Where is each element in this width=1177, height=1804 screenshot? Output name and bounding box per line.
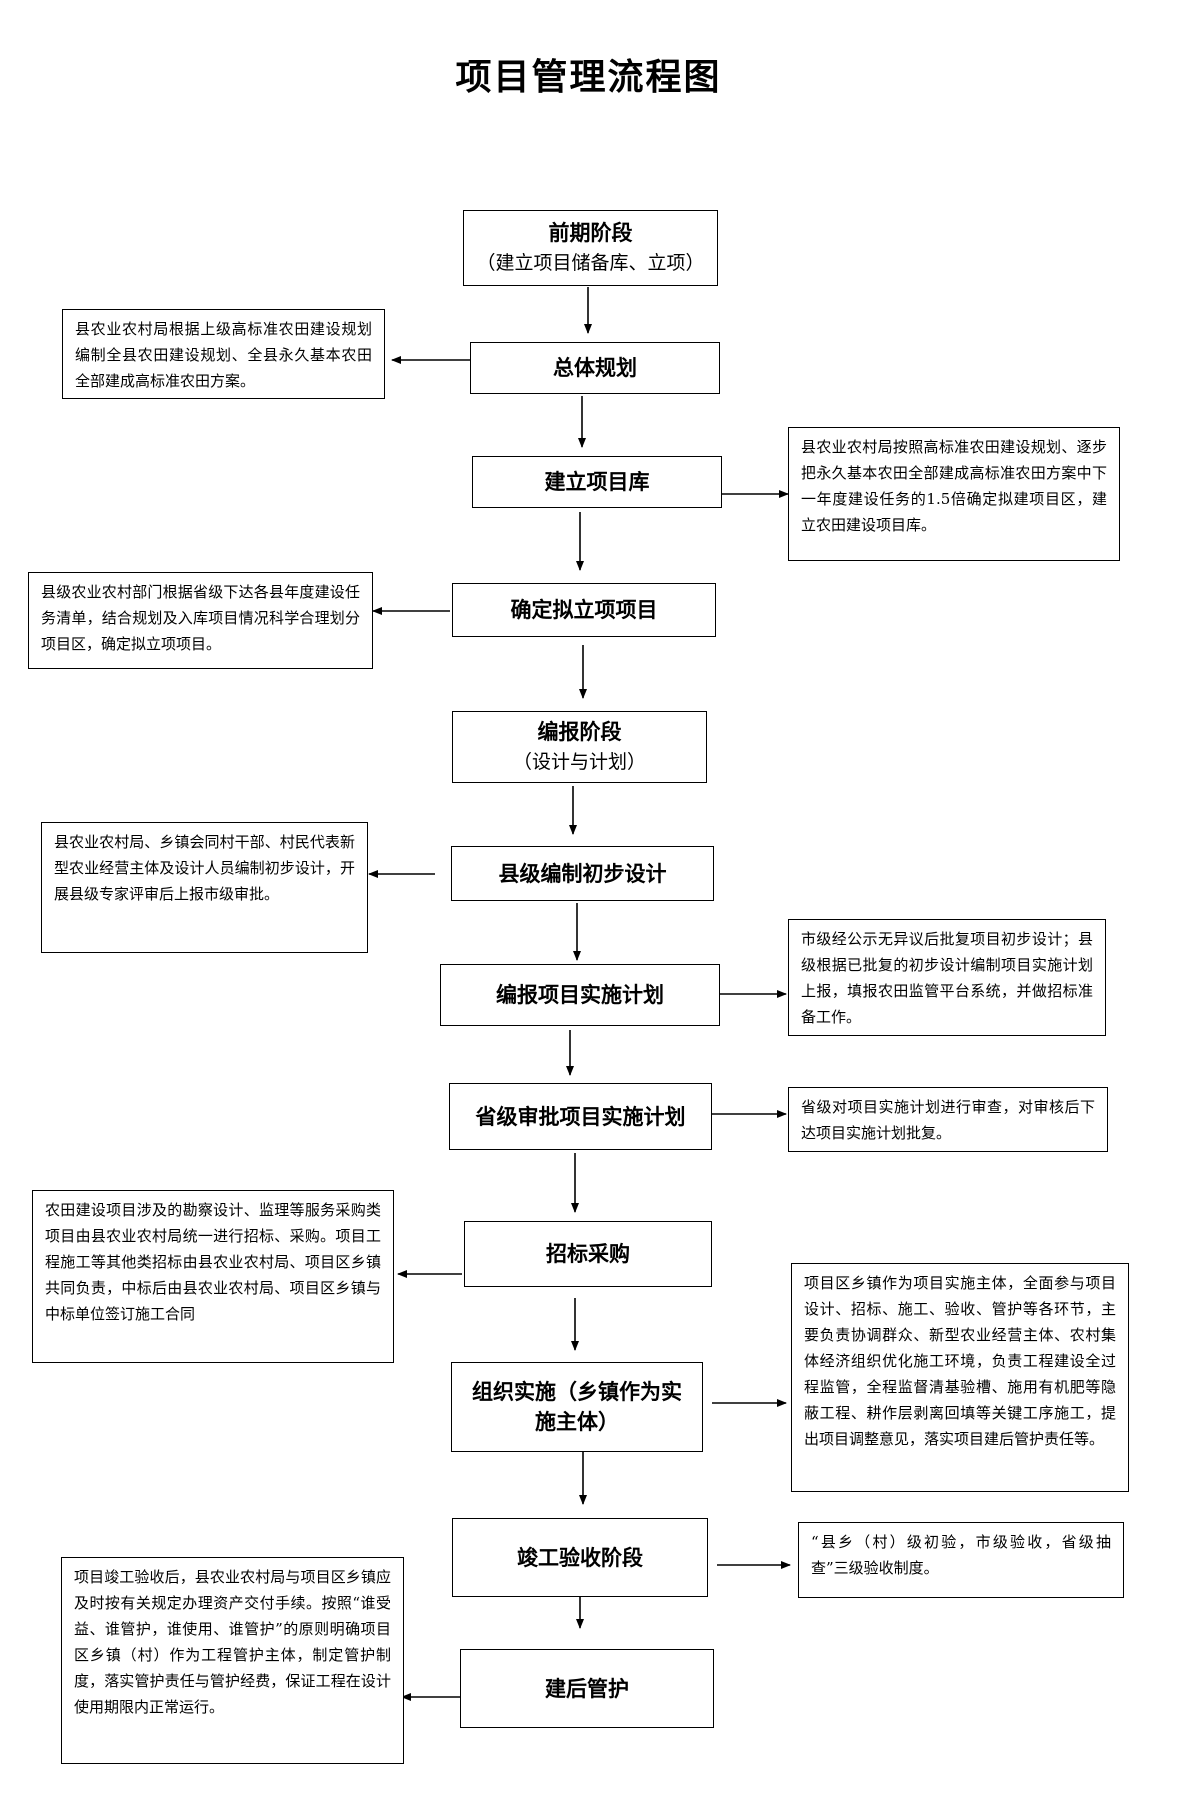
step-guanhu: 建后管护 [460, 1649, 714, 1728]
step-bianbao-sub: （设计与计划） [512, 751, 646, 773]
note-zhaobiao: 农田建设项目涉及的勘察设计、监理等服务采购类项目由县农业农村局统一进行招标、采购… [32, 1190, 394, 1363]
step-qianqi-sub: （建立项目储备库、立项） [476, 252, 705, 274]
step-zhaobiao-title: 招标采购 [546, 1242, 630, 1266]
note-shengji: 省级对项目实施计划进行审查，对审核后下达项目实施计划批复。 [788, 1087, 1108, 1152]
step-shishi-title: 组织实施（乡镇作为实施主体） [472, 1380, 682, 1434]
step-queding: 确定拟立项项目 [452, 583, 716, 637]
page-title: 项目管理流程图 [455, 57, 722, 98]
step-shengji: 省级审批项目实施计划 [449, 1083, 712, 1150]
step-shengji-title: 省级审批项目实施计划 [475, 1104, 686, 1129]
note-jungong: “县乡（村）级初验，市级验收，省级抽查”三级验收制度。 [798, 1522, 1124, 1598]
note-queding: 县级农业农村部门根据省级下达各县年度建设任务清单，结合规划及入库项目情况科学合理… [28, 572, 373, 669]
step-jihua-title: 编报项目实施计划 [496, 983, 664, 1007]
step-jungong: 竣工验收阶段 [452, 1518, 708, 1597]
step-jungong-title: 竣工验收阶段 [517, 1545, 643, 1570]
step-zongti-title: 总体规划 [553, 356, 637, 380]
step-xiangmuku: 建立项目库 [472, 456, 722, 508]
step-xiangmuku-title: 建立项目库 [544, 470, 650, 494]
note-guanhu: 项目竣工验收后，县农业农村局与项目区乡镇应及时按有关规定办理资产交付手续。按照“… [61, 1557, 404, 1764]
step-chubu: 县级编制初步设计 [451, 846, 714, 901]
step-bianbao: 编报阶段 （设计与计划） [452, 711, 707, 783]
note-zongti: 县农业农村局根据上级高标准农田建设规划编制全县农田建设规划、全县永久基本农田全部… [62, 309, 385, 399]
step-shishi: 组织实施（乡镇作为实施主体） [451, 1362, 703, 1452]
note-chubu: 县农业农村局、乡镇会同村干部、村民代表新型农业经营主体及设计人员编制初步设计，开… [41, 822, 368, 953]
step-queding-title: 确定拟立项项目 [510, 598, 658, 622]
step-jihua: 编报项目实施计划 [440, 964, 720, 1026]
step-chubu-title: 县级编制初步设计 [498, 861, 667, 886]
note-shishi: 项目区乡镇作为项目实施主体，全面参与项目设计、招标、施工、验收、管护等各环节，主… [791, 1263, 1129, 1492]
note-xiangmuku: 县农业农村局按照高标准农田建设规划、逐步把永久基本农田全部建成高标准农田方案中下… [788, 427, 1120, 561]
step-qianqi: 前期阶段 （建立项目储备库、立项） [463, 210, 718, 286]
step-zongti: 总体规划 [470, 342, 720, 394]
step-bianbao-title: 编报阶段 [537, 720, 622, 744]
step-qianqi-title: 前期阶段 [548, 221, 633, 245]
step-zhaobiao: 招标采购 [464, 1221, 712, 1287]
step-guanhu-title: 建后管护 [545, 1676, 629, 1701]
note-jihua: 市级经公示无异议后批复项目初步设计；县级根据已批复的初步设计编制项目实施计划上报… [788, 919, 1106, 1036]
